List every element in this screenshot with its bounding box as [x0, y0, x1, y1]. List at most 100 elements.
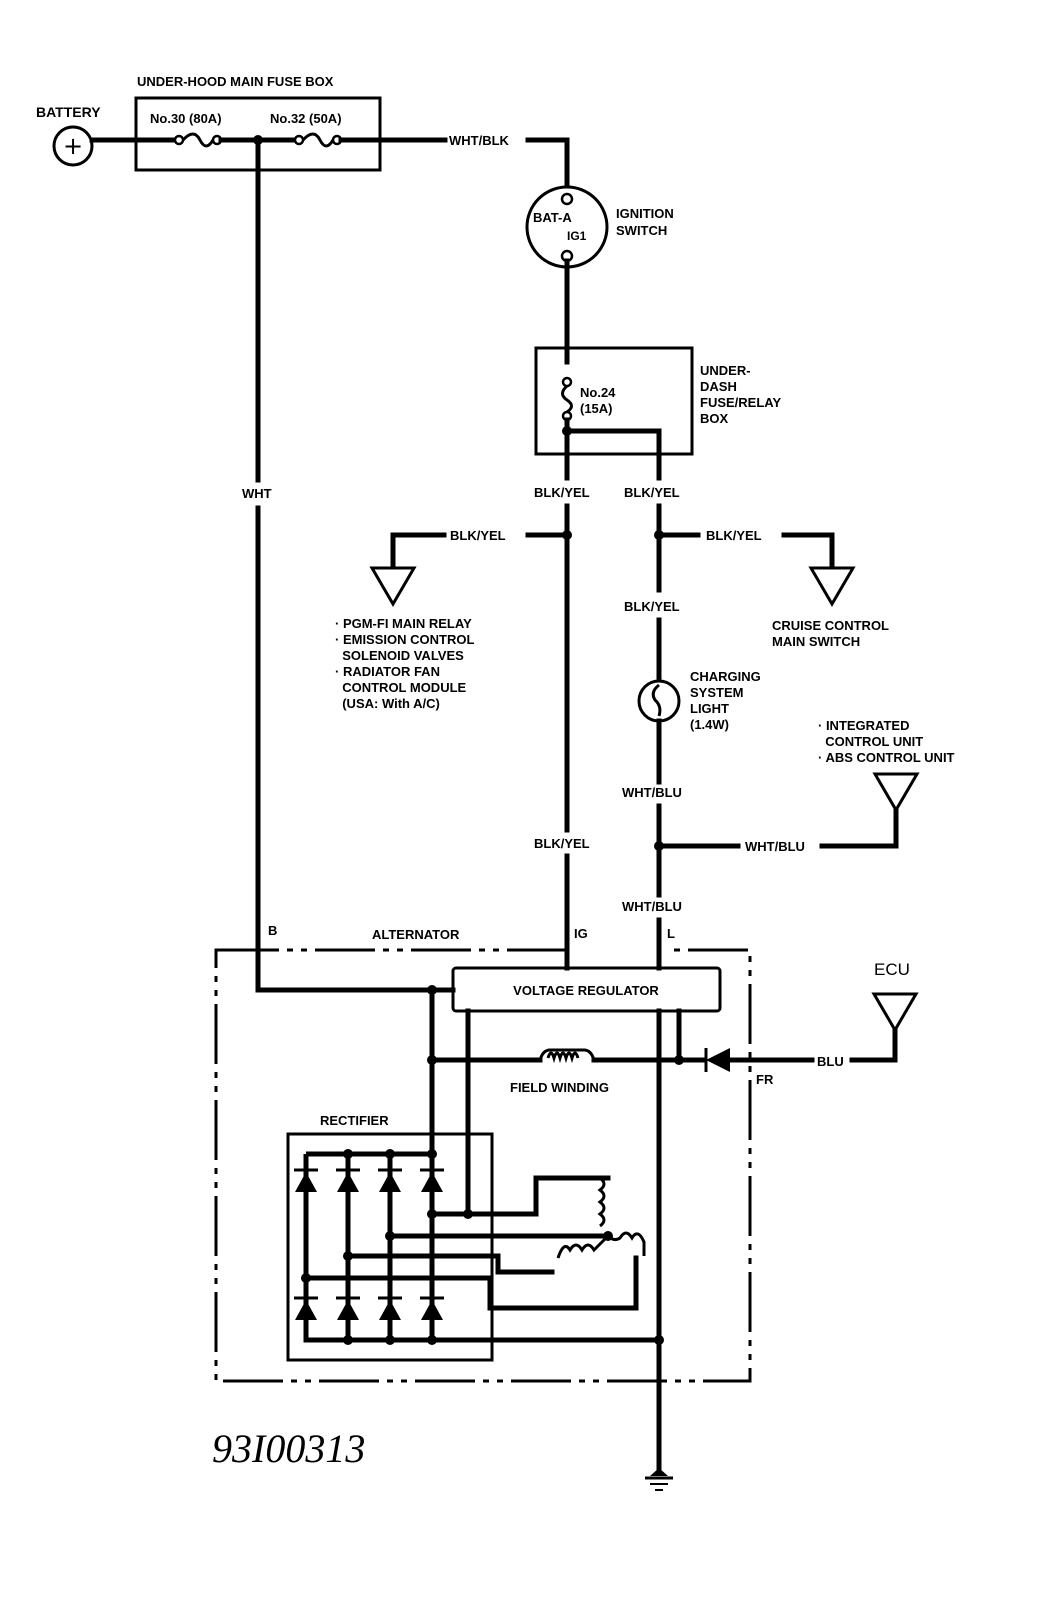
junction-dot [343, 1251, 353, 1261]
junction-dot [301, 1273, 311, 1283]
wire-label-blk-yel-cruise: BLK/YEL [706, 528, 762, 543]
rectifier-outline [286, 1132, 494, 1362]
terminal-ig1-label: IG1 [567, 229, 587, 243]
ground-icon [645, 1468, 673, 1491]
fuse-no24-rating: (15A) [580, 401, 613, 416]
fuse-no32-icon [293, 132, 343, 148]
diode-icon [337, 1172, 359, 1192]
charging-light-label-4: (1.4W) [690, 717, 729, 732]
dash-fuse-box-label-2: DASH [700, 379, 737, 394]
junction-dot [463, 1209, 473, 1219]
main-fuse-box: UNDER-HOOD MAIN FUSE BOX No.30 (80A) No.… [134, 74, 382, 172]
charging-light-label-2: SYSTEM [690, 685, 743, 700]
voltage-regulator-label: VOLTAGE REGULATOR [513, 983, 659, 998]
bulb-filament-icon [651, 683, 662, 717]
dash-fuse-box-label-3: FUSE/RELAY [700, 395, 781, 410]
wire-to-ecu [849, 1027, 898, 1063]
wire-label-wht-blk: WHT/BLK [449, 133, 510, 148]
wire-stator-3 [345, 1253, 555, 1275]
charging-light-label-3: LIGHT [690, 701, 729, 716]
fuse-no24-label: No.24 [580, 385, 616, 400]
charging-light-label-1: CHARGING [690, 669, 761, 684]
wire-wht-lower [255, 505, 435, 993]
junction-dot [385, 1149, 395, 1159]
diagram-code: 93I00313 [212, 1426, 365, 1471]
ignition-switch-label-2: SWITCH [616, 223, 667, 238]
junction-dot [343, 1149, 353, 1159]
diode-icon [295, 1172, 317, 1192]
alternator-label: ALTERNATOR [372, 927, 460, 942]
cruise-label-2: MAIN SWITCH [772, 634, 860, 649]
wire-label-blk-yel-pgm: BLK/YEL [450, 528, 506, 543]
dash-fuse-box: No.24 (15A) UNDER- DASH FUSE/RELAY BOX [534, 346, 781, 456]
main-fuse-box-label: UNDER-HOOD MAIN FUSE BOX [137, 74, 334, 89]
dash-fuse-box-label-4: BOX [700, 411, 729, 426]
battery-plus-sign: + [63, 132, 83, 160]
wire-stator-1 [429, 1175, 611, 1217]
field-winding-label: FIELD WINDING [510, 1080, 609, 1095]
alternator: B ALTERNATOR IG L FR VOLTAGE REGULATOR F… [214, 923, 919, 1473]
diode-icon [295, 1300, 317, 1320]
diode-icon [379, 1300, 401, 1320]
pgm-fi-item: (USA: With A/C) [335, 696, 440, 711]
pgm-fi-item: SOLENOID VALVES [335, 648, 464, 663]
wire-label-wht-blu-icu: WHT/BLU [745, 839, 805, 854]
field-winding-coil-icon [538, 1048, 596, 1061]
fuse-no32-label: No.32 (50A) [270, 111, 342, 126]
icu-item: · ABS CONTROL UNIT [818, 750, 955, 765]
wire-to-icu [819, 807, 899, 849]
diode-icon [337, 1300, 359, 1320]
battery-symbol-icon [52, 125, 94, 167]
stator-coil-1-icon [597, 1176, 606, 1228]
stator-coil-2-icon [556, 1234, 610, 1259]
terminal-bat-a-icon [560, 192, 574, 206]
cruise-label-1: CRUISE CONTROL [772, 618, 889, 633]
wire-fuse24-branch [564, 428, 662, 481]
alternator-outline [214, 948, 752, 1383]
icu-item: · INTEGRATED [818, 718, 909, 733]
wire-label-blk-yel-right: BLK/YEL [624, 485, 680, 500]
junction-dot [427, 1149, 437, 1159]
icu-item: CONTROL UNIT [818, 734, 923, 749]
junction-dot [562, 426, 572, 436]
pgm-fi-group-label: · PGM-FI MAIN RELAY · EMISSION CONTROL S… [335, 616, 474, 711]
terminal-bat-a-label: BAT-A [533, 210, 572, 225]
fuse-no30-label: No.30 (80A) [150, 111, 222, 126]
junction-dot [654, 1335, 664, 1345]
wire-wht-blk [525, 137, 570, 195]
charging-light: CHARGING SYSTEM LIGHT (1.4W) [637, 669, 761, 732]
wire-label-blk-yel-ig: BLK/YEL [534, 836, 590, 851]
terminal-ig-label: IG [574, 926, 588, 941]
dash-fuse-box-label-1: UNDER- [700, 363, 751, 378]
pgm-fi-item: CONTROL MODULE [335, 680, 467, 695]
stator-coil-3-icon [606, 1231, 646, 1256]
terminal-l-label: L [667, 926, 675, 941]
fuse-no24-icon [561, 384, 573, 414]
terminal-fr-label: FR [756, 1072, 774, 1087]
battery-label: BATTERY [36, 104, 101, 120]
wire-label-blk-yel-left: BLK/YEL [534, 485, 590, 500]
wire-to-pgm-fi [390, 532, 447, 571]
ecu-connector-icon [871, 992, 919, 1033]
rectifier-diodes [294, 1149, 444, 1345]
wire-label-wht-blu-1: WHT/BLU [622, 785, 682, 800]
wire-label-wht: WHT [242, 486, 272, 501]
wire-label-blk-yel-light: BLK/YEL [624, 599, 680, 614]
fr-diode-icon [706, 1048, 730, 1072]
field-winding-turns-icon [546, 1051, 580, 1064]
diode-icon [421, 1300, 443, 1320]
ignition-switch-label-1: IGNITION [616, 206, 674, 221]
diode-icon [421, 1172, 443, 1192]
cruise-connector-icon [808, 566, 856, 607]
fuse-no24-terminal-icon [561, 376, 573, 388]
pgm-fi-item: · PGM-FI MAIN RELAY [335, 616, 472, 631]
icu-group-label: · INTEGRATED CONTROL UNIT · ABS CONTROL … [818, 718, 955, 765]
junction-dot [385, 1231, 395, 1241]
pgm-fi-item: · RADIATOR FAN [335, 664, 440, 679]
junction-dot [427, 1209, 437, 1219]
battery: BATTERY + [36, 104, 101, 167]
ignition-switch: BAT-A IG1 IGNITION SWITCH [525, 185, 674, 269]
terminal-b-label: B [268, 923, 277, 938]
rectifier-label: RECTIFIER [320, 1113, 389, 1128]
